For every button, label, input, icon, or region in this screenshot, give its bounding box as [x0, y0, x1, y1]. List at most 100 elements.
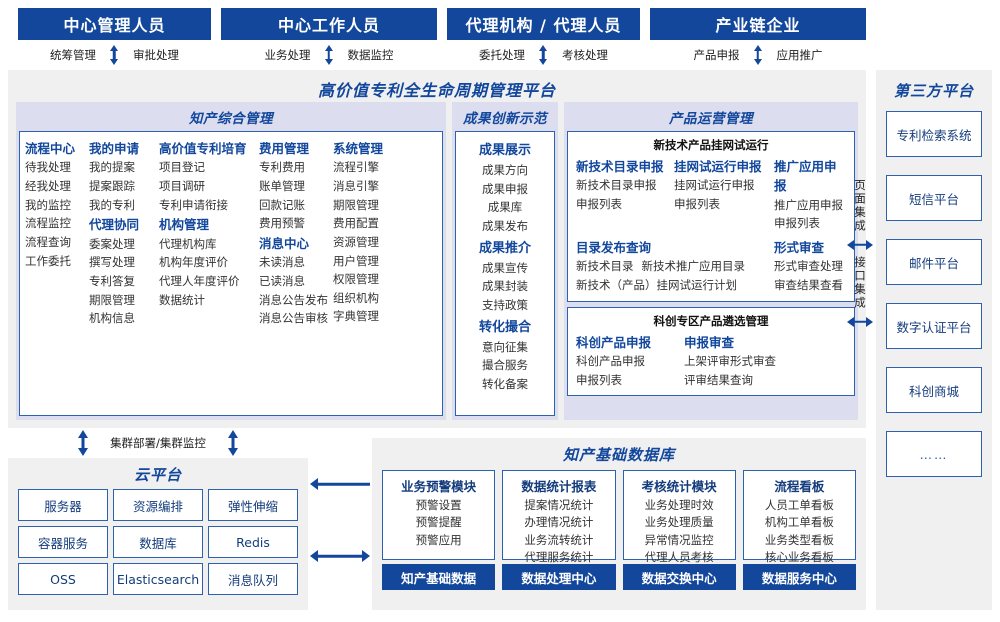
menu-item[interactable]: 回款记账 [259, 197, 305, 212]
menu-item[interactable]: 已读消息 [259, 273, 305, 288]
role-card-2[interactable]: 代理机构 / 代理人员 [447, 8, 640, 40]
menu-item[interactable]: 项目调研 [159, 179, 205, 193]
menu-item[interactable]: 意向征集 [482, 339, 528, 354]
database-footer[interactable]: 知产基础数据 [382, 564, 496, 590]
menu-item[interactable]: 新技术（产品）挂网试运行计划 [576, 278, 737, 292]
module-item[interactable]: 人员工单看板 [764, 498, 834, 512]
module-item[interactable]: 异常情况监控 [644, 532, 714, 547]
menu-item[interactable]: 撰写处理 [89, 255, 135, 270]
menu-item[interactable]: 成果发布 [482, 219, 528, 234]
menu-item[interactable]: 消息公告审核 [259, 311, 328, 326]
category-title[interactable]: 成果推介 [478, 240, 531, 256]
category-title[interactable]: 挂网试运行申报 [674, 159, 762, 174]
menu-item[interactable]: 提案跟踪 [89, 179, 135, 193]
menu-item[interactable]: 我的监控 [25, 197, 71, 212]
category-title[interactable]: 新技术目录申报 [576, 159, 664, 174]
module-item[interactable]: 办理情况统计 [524, 515, 594, 530]
menu-item[interactable]: 上架评审形式审查 [684, 354, 776, 368]
module-item[interactable]: 核心业务看板 [764, 549, 834, 564]
menu-item[interactable]: 我的提案 [89, 160, 135, 175]
module-item[interactable]: 预警设置 [415, 498, 462, 512]
menu-item[interactable]: 成果封装 [482, 279, 528, 294]
menu-item[interactable]: 专利费用 [259, 160, 305, 175]
category-title[interactable]: 推广应用申报 [774, 159, 837, 194]
menu-item[interactable]: 撮合服务 [482, 358, 528, 373]
cloud-item[interactable]: 容器服务 [18, 526, 108, 558]
third-party-item[interactable]: 邮件平台 [886, 239, 982, 285]
module-item[interactable]: 提案情况统计 [524, 498, 594, 512]
cloud-item[interactable]: 数据库 [113, 526, 203, 558]
cloud-item[interactable]: 资源编排 [113, 489, 203, 521]
menu-item[interactable]: 工作委托 [25, 253, 71, 268]
menu-item[interactable]: 申报列表 [674, 197, 720, 211]
menu-item[interactable]: 新技术推广应用目录 [641, 259, 746, 274]
module-item[interactable]: 业务处理质量 [644, 515, 714, 530]
menu-item[interactable]: 流程引擎 [333, 160, 379, 175]
menu-item[interactable]: 转化备案 [482, 377, 528, 392]
menu-item[interactable]: 支持政策 [482, 298, 528, 313]
menu-item[interactable]: 形式审查处理 [774, 259, 843, 274]
menu-item[interactable]: 项目登记 [159, 160, 205, 175]
role-card-3[interactable]: 产业链企业 [649, 8, 866, 40]
database-footer[interactable]: 数据交换中心 [622, 564, 736, 590]
module-item[interactable]: 业务类型看板 [764, 532, 834, 547]
third-party-item[interactable]: 科创商城 [886, 367, 982, 413]
menu-item[interactable]: 委案处理 [89, 236, 135, 251]
menu-item[interactable]: 期限管理 [89, 292, 135, 307]
menu-item[interactable]: 申报列表 [774, 216, 820, 231]
menu-item[interactable]: 期限管理 [333, 197, 379, 212]
cloud-item[interactable]: OSS [18, 563, 108, 595]
role-card-1[interactable]: 中心工作人员 [220, 8, 437, 40]
category-title[interactable]: 机构管理 [159, 217, 210, 233]
cloud-item[interactable]: Redis [208, 526, 298, 558]
category-title[interactable]: 流程中心 [25, 141, 76, 156]
menu-item[interactable]: 成果宣传 [482, 260, 528, 275]
menu-item[interactable]: 申报列表 [576, 197, 622, 211]
menu-item[interactable]: 评审结果查询 [684, 372, 753, 387]
module-item[interactable]: 代理人员考核 [644, 549, 714, 564]
category-title[interactable]: 代理协同 [89, 217, 140, 233]
menu-item[interactable]: 用户管理 [333, 253, 379, 268]
third-party-item-more[interactable]: …… [886, 431, 982, 477]
menu-item[interactable]: 科创产品申报 [576, 354, 645, 368]
cloud-item[interactable]: 消息队列 [208, 563, 298, 595]
database-footer[interactable]: 数据服务中心 [742, 564, 856, 590]
category-title[interactable]: 消息中心 [259, 235, 310, 251]
module-item[interactable]: 业务处理时效 [644, 498, 714, 512]
menu-item[interactable]: 权限管理 [333, 272, 379, 287]
menu-item[interactable]: 数据统计 [159, 292, 205, 307]
menu-item[interactable]: 新技术目录 [576, 259, 634, 274]
menu-item[interactable]: 资源管理 [333, 234, 379, 249]
category-title[interactable]: 费用管理 [259, 141, 310, 156]
third-party-item[interactable]: 短信平台 [886, 175, 982, 221]
category-title[interactable]: 高价值专利培育 [159, 141, 247, 156]
third-party-item[interactable]: 专利检索系统 [886, 111, 982, 157]
menu-item[interactable]: 成果方向 [482, 163, 528, 178]
menu-item[interactable]: 机构信息 [89, 311, 135, 326]
menu-item[interactable]: 代理人年度评价 [159, 273, 240, 288]
menu-item[interactable]: 我的专利 [89, 197, 135, 212]
menu-item[interactable]: 经我处理 [25, 179, 71, 193]
cloud-item[interactable]: 弹性伸缩 [208, 489, 298, 521]
menu-item[interactable]: 挂网试运行申报 [674, 178, 755, 193]
menu-item[interactable]: 推广应用申报 [774, 197, 843, 212]
role-card-0[interactable]: 中心管理人员 [18, 8, 211, 40]
module-item[interactable]: 代理服务统计 [524, 549, 594, 564]
module-item[interactable]: 预警提醒 [415, 515, 462, 530]
menu-item[interactable]: 费用配置 [333, 216, 379, 231]
database-footer[interactable]: 数据处理中心 [502, 564, 616, 590]
menu-item[interactable]: 审查结果查看 [774, 278, 843, 292]
menu-item[interactable]: 成果库 [487, 200, 523, 215]
category-title[interactable]: 申报审查 [684, 334, 735, 350]
category-title[interactable]: 形式审查 [774, 240, 825, 255]
menu-item[interactable]: 机构年度评价 [159, 255, 228, 270]
menu-item[interactable]: 代理机构库 [159, 236, 217, 251]
menu-item[interactable]: 消息引擎 [333, 179, 379, 193]
category-title[interactable]: 转化撮合 [478, 319, 531, 335]
menu-item[interactable]: 字典管理 [333, 309, 379, 324]
menu-item[interactable]: 账单管理 [259, 179, 305, 193]
menu-item[interactable]: 流程监控 [25, 216, 71, 231]
menu-item[interactable]: 专利答复 [89, 273, 135, 288]
cloud-item[interactable]: Elasticsearch [113, 563, 203, 595]
menu-item[interactable]: 待我处理 [25, 160, 71, 175]
